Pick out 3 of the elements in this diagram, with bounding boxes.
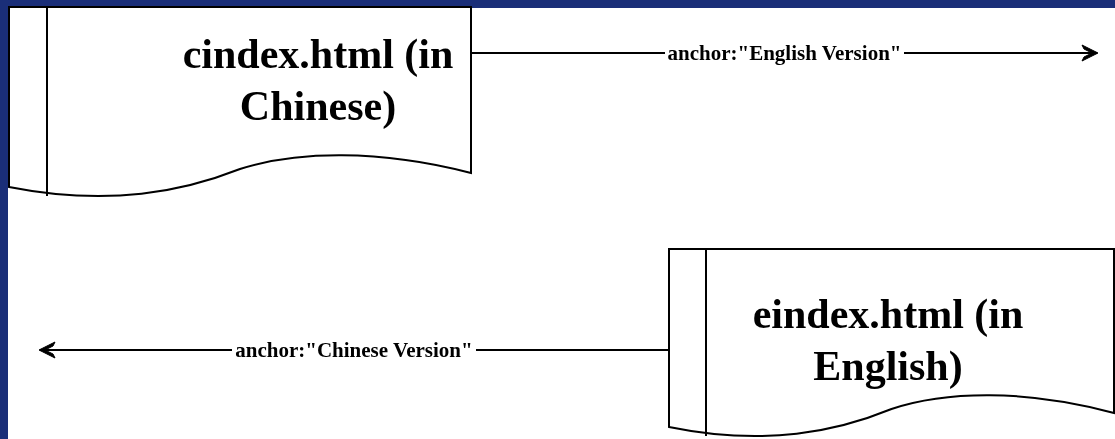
file-name-text: eindex.html (in English) [751, 290, 1025, 391]
file-name-text: cindex.html (in Chinese) [181, 30, 455, 131]
document-shape [668, 248, 1115, 439]
